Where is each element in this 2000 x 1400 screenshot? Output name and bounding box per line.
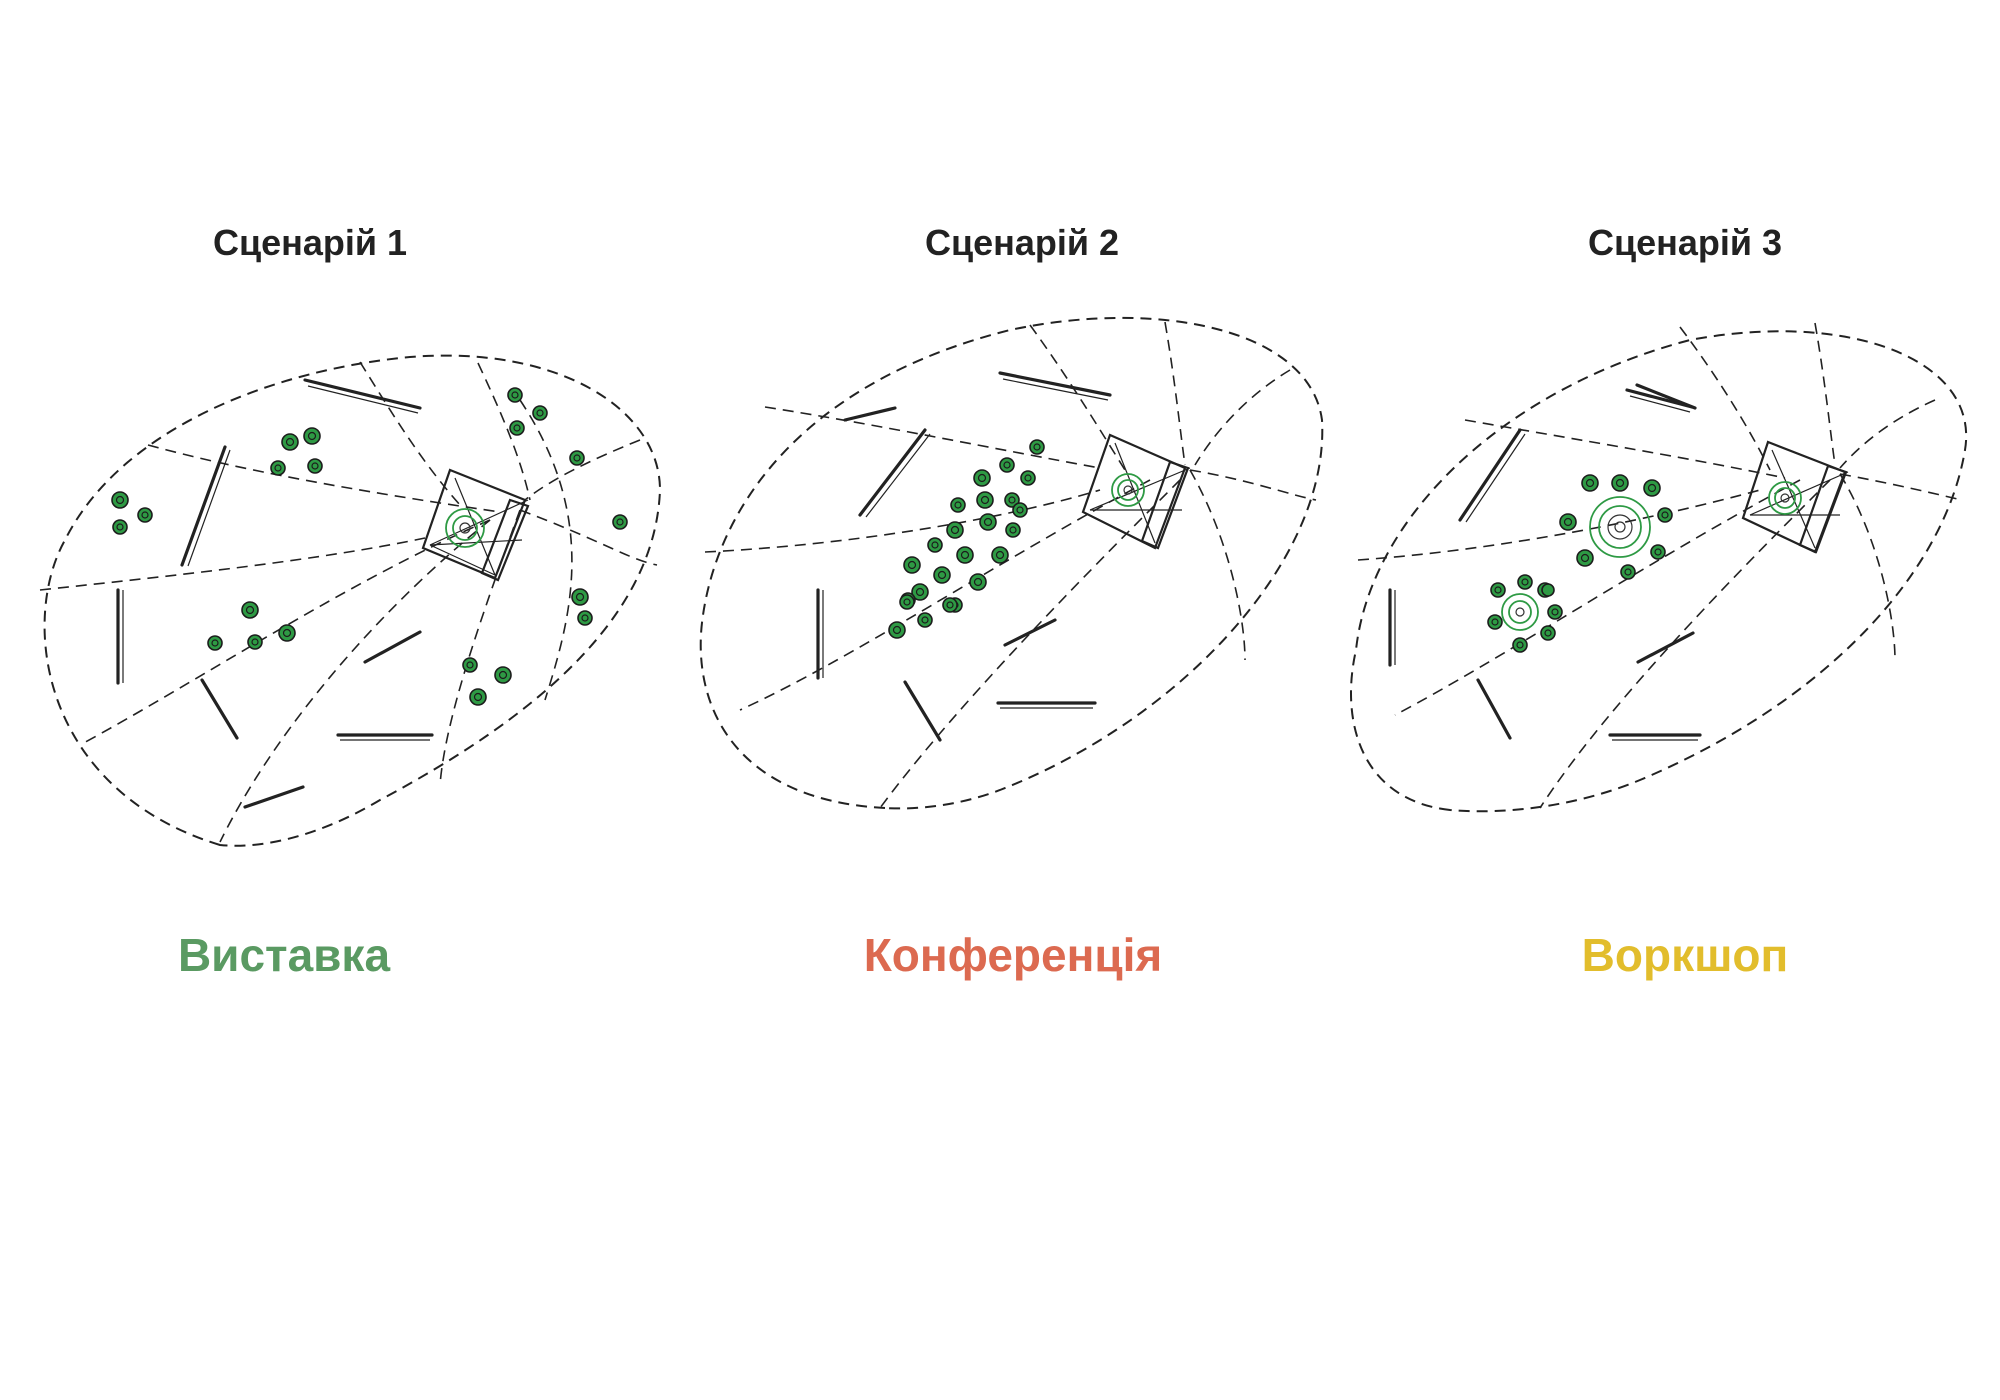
- scenario-3-label: Воркшоп: [1581, 929, 1789, 981]
- plan-3-seats: [1487, 474, 1673, 653]
- plan-3-boundary: [1350, 330, 1968, 813]
- plan-2-boundary: [699, 316, 1324, 810]
- plan-1-boundary: [43, 354, 662, 847]
- plan-2: [699, 316, 1324, 810]
- plan-1-seats: [111, 387, 628, 706]
- scenario-3-title: Сценарій 3: [1587, 222, 1783, 263]
- plan-2-panels: [816, 371, 1112, 742]
- plan-3-stage-box: [1741, 440, 1849, 554]
- plan-1: [39, 354, 662, 847]
- plan-3-dividers: [1357, 322, 1963, 809]
- plan-3: [1350, 322, 1968, 813]
- scenario-2-title: Сценарій 2: [924, 222, 1120, 263]
- scenario-1-title: Сценарій 1: [212, 222, 408, 263]
- plan-1-panels: [116, 378, 434, 809]
- plan-2-stage-box: [1081, 433, 1191, 550]
- plan-2-seats: [888, 439, 1045, 639]
- plan-2-dividers: [704, 321, 1317, 809]
- plan-3-panels: [1388, 383, 1702, 741]
- scenario-2-label: Конференція: [863, 929, 1163, 981]
- scenario-1-label: Виставка: [177, 929, 391, 981]
- plan-1-dividers: [39, 361, 658, 843]
- plan-1-stage-box: [421, 468, 530, 582]
